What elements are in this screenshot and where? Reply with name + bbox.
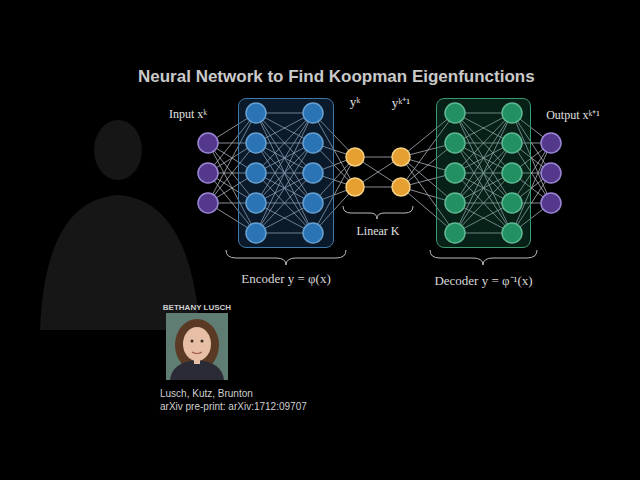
state-label: yᵏ⁺¹	[392, 93, 411, 111]
linear-brace	[343, 206, 413, 219]
speaker-silhouette	[40, 120, 200, 330]
neuron	[198, 163, 218, 183]
person-name: BETHANY LUSCH	[163, 303, 231, 312]
neuron	[198, 193, 218, 213]
neuron	[346, 178, 364, 196]
slide-title: Neural Network to Find Koopman Eigenfunc…	[138, 67, 535, 87]
neuron	[541, 193, 561, 213]
decoder-box: Decoder y = φ⁻¹(x)	[436, 98, 531, 248]
operator-label: Linear K	[357, 224, 400, 239]
encoder-brace	[226, 250, 346, 265]
neuron	[392, 148, 410, 166]
portrait-photo	[166, 313, 228, 380]
state-label: yᵏ	[350, 94, 361, 110]
block-heading: Decoder y = φ⁻¹(x)	[434, 271, 532, 289]
decoder-brace	[430, 250, 537, 265]
neuron	[346, 148, 364, 166]
output-label: Output xᵏ⁺¹	[546, 106, 600, 123]
neuron	[198, 133, 218, 153]
block-heading: Encoder y = φ(x)	[241, 271, 331, 287]
neuron	[392, 178, 410, 196]
input-label: Input xᵏ	[169, 107, 207, 122]
neuron	[541, 163, 561, 183]
neuron	[541, 133, 561, 153]
encoder-box: Encoder y = φ(x)	[238, 98, 334, 248]
author-list: Lusch, Kutz, Brunton	[160, 388, 253, 399]
reference: arXiv pre-print: arXiv:1712:09707	[160, 401, 307, 412]
